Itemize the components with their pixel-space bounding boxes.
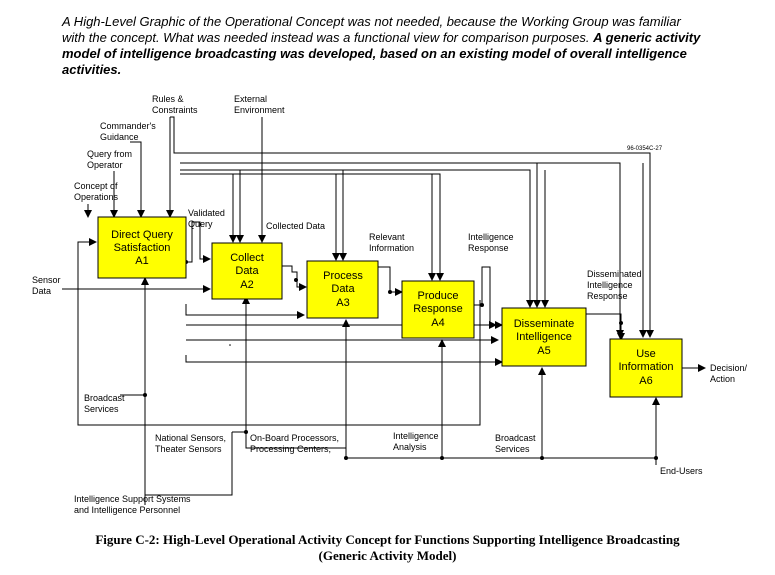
box-a1-line2: Satisfaction: [114, 242, 171, 254]
box-a3-id: A3: [336, 297, 349, 309]
box-a2-line1: Collect: [230, 252, 264, 264]
label-broadcast-2: Services: [84, 404, 119, 414]
label-broadcast-1: Broadcast: [84, 393, 125, 403]
label-relevant-1: Relevant: [369, 232, 405, 242]
figure-caption: Figure C-2: High-Level Operational Activ…: [0, 532, 775, 564]
intro-line-2: with the concept. What was needed instea…: [62, 30, 590, 45]
label-external-1: External: [234, 94, 267, 104]
activity-diagram: Direct Query Satisfaction A1 Collect Dat…: [32, 94, 748, 515]
label-broadcast-b-1: Broadcast: [495, 433, 536, 443]
label-rules-1: Rules &: [152, 94, 184, 104]
label-dissem-2: Intelligence: [587, 280, 633, 290]
box-a6-line2: Information: [618, 361, 673, 373]
intro-paragraph: A High-Level Graphic of the Operational …: [62, 14, 752, 78]
caption-line-2: (Generic Activity Model): [318, 548, 457, 563]
box-a2-id: A2: [240, 279, 253, 291]
label-external-2: Environment: [234, 105, 285, 115]
label-national-1: National Sensors,: [155, 433, 226, 443]
label-commander-2: Guidance: [100, 132, 139, 142]
box-a6-line1: Use: [636, 348, 656, 360]
box-a5-line2: Intelligence: [516, 331, 572, 343]
box-a3-line2: Data: [331, 283, 355, 295]
label-query-2: Operator: [87, 160, 123, 170]
intro-line-3: model of intelligence broadcasting was d…: [62, 46, 687, 61]
box-a6-id: A6: [639, 375, 652, 387]
label-sensor-2: Data: [32, 286, 51, 296]
label-onboard-2: Processing Centers,: [250, 444, 331, 454]
box-a4-line2: Response: [413, 303, 463, 315]
label-onboard-1: On-Board Processors,: [250, 433, 339, 443]
caption-line-1: Figure C-2: High-Level Operational Activ…: [95, 532, 680, 547]
label-intel-resp-2: Response: [468, 243, 509, 253]
label-end-users: End-Users: [660, 466, 703, 476]
reference-code: 96-0354C-27: [627, 146, 663, 152]
box-a1-id: A1: [135, 255, 148, 267]
label-broadcast-b-2: Services: [495, 444, 530, 454]
label-sensor-1: Sensor: [32, 275, 61, 285]
label-collected: Collected Data: [266, 221, 325, 231]
box-a2-line2: Data: [235, 265, 259, 277]
label-concept-1: Concept of: [74, 181, 118, 191]
label-concept-2: Operations: [74, 192, 119, 202]
label-decision-1: Decision/: [710, 363, 748, 373]
box-a2: Collect Data A2: [211, 242, 283, 300]
box-a5: Disseminate Intelligence A5: [501, 307, 587, 367]
box-a4-line1: Produce: [418, 290, 459, 302]
box-a3-line1: Process: [323, 270, 363, 282]
label-validated-1: Validated: [188, 208, 225, 218]
intro-line-4: activities.: [62, 62, 122, 77]
box-a6: Use Information A6: [609, 338, 683, 398]
label-dissem-1: Disseminated: [587, 269, 642, 279]
label-support-2: and Intelligence Personnel: [74, 505, 180, 515]
box-a1-line1: Direct Query: [111, 229, 173, 241]
intro-line-2-bold: A generic activity: [593, 30, 701, 45]
label-commander-1: Commander's: [100, 121, 156, 131]
box-a1: Direct Query Satisfaction A1: [97, 216, 187, 279]
label-intel-resp-1: Intelligence: [468, 232, 514, 242]
label-query-1: Query from: [87, 149, 132, 159]
label-analysis-2: Analysis: [393, 442, 427, 452]
label-analysis-1: Intelligence: [393, 431, 439, 441]
label-national-2: Theater Sensors: [155, 444, 222, 454]
label-decision-2: Action: [710, 374, 735, 384]
box-a3: Process Data A3: [306, 260, 379, 319]
intro-line-1: A High-Level Graphic of the Operational …: [62, 14, 681, 29]
box-a4-id: A4: [431, 317, 444, 329]
label-relevant-2: Information: [369, 243, 414, 253]
box-a5-id: A5: [537, 345, 550, 357]
box-a4: Produce Response A4: [401, 280, 475, 339]
box-a5-line1: Disseminate: [514, 318, 575, 330]
label-dissem-3: Response: [587, 291, 628, 301]
label-support-1: Intelligence Support Systems: [74, 494, 191, 504]
label-validated-2: Query: [188, 219, 213, 229]
label-rules-2: Constraints: [152, 105, 198, 115]
